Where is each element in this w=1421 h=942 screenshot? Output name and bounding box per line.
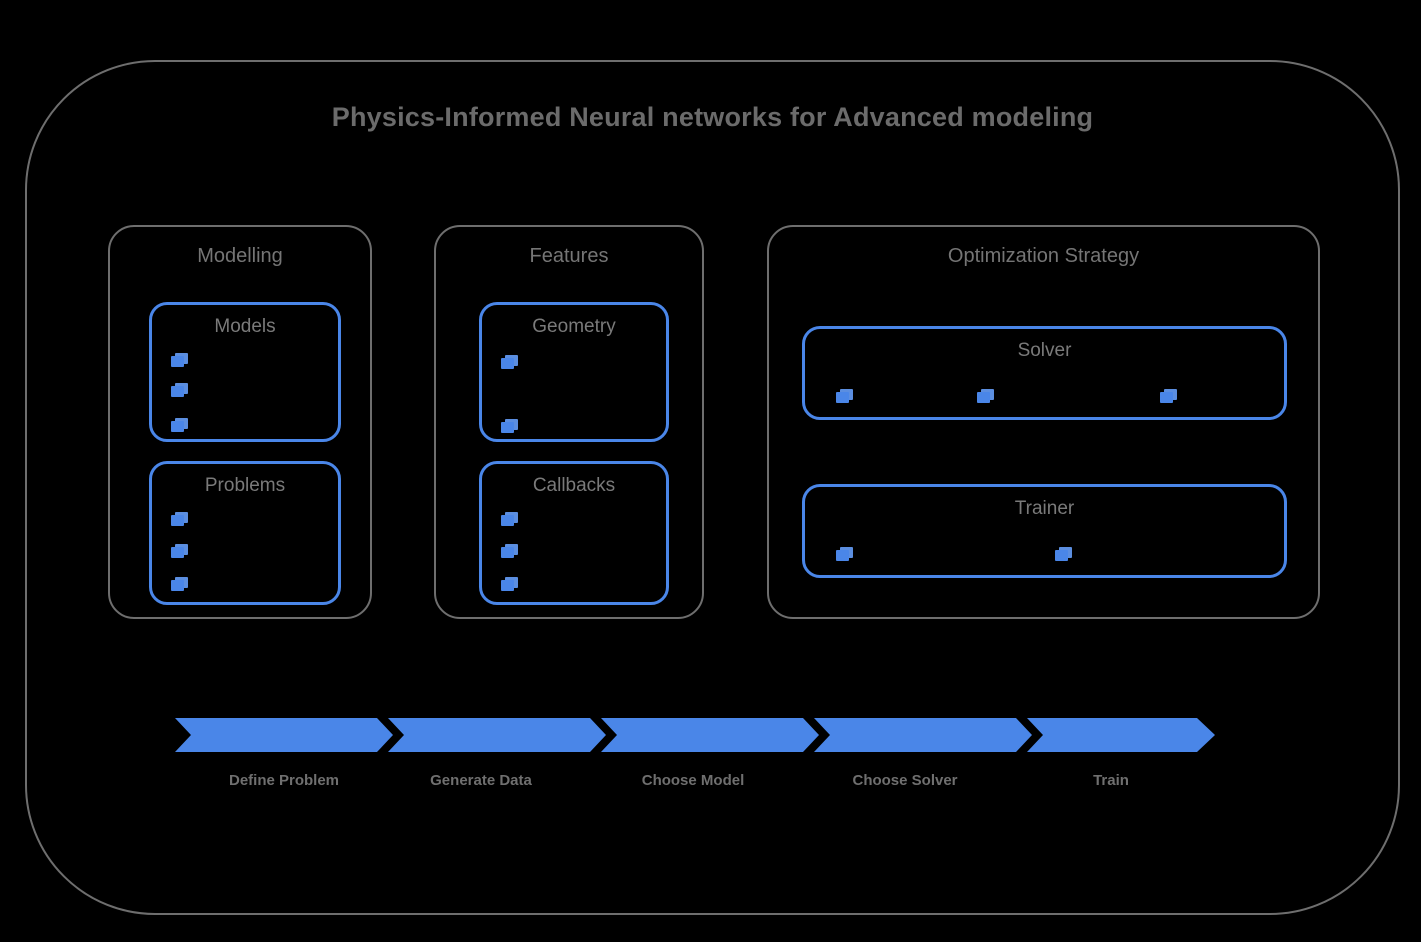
section-title-features: Features (529, 245, 609, 267)
flow-chevron-train[interactable] (1027, 718, 1215, 752)
layers-icon (171, 383, 188, 398)
flow-label-train: Train (1093, 772, 1129, 789)
flow-label-generate-data: Generate Data (430, 772, 532, 789)
card-title-callbacks: Callbacks (532, 475, 616, 496)
layers-icon (836, 389, 853, 404)
layers-icon (171, 353, 188, 368)
layers-icon (171, 544, 188, 559)
flow-chevron-define-problem[interactable] (175, 718, 393, 752)
card-title-trainer: Trainer (1014, 498, 1075, 519)
card-models[interactable]: Models (149, 302, 341, 442)
flow-label-define-problem: Define Problem (228, 772, 340, 789)
card-title-solver: Solver (1017, 340, 1072, 361)
layers-icon (977, 389, 994, 404)
section-title-optimization-strategy: Optimization Strategy (947, 245, 1140, 267)
layers-icon (501, 355, 518, 370)
card-callbacks[interactable]: Callbacks (479, 461, 669, 605)
card-title-models: Models (214, 316, 276, 337)
layers-icon (501, 544, 518, 559)
process-flow (175, 718, 1215, 752)
page-title: Physics-Informed Neural networks for Adv… (331, 102, 1094, 132)
section-title-modelling: Modelling (197, 245, 283, 267)
layers-icon (501, 512, 518, 527)
section-features: Features Geometry Callbacks (434, 225, 704, 619)
card-problems[interactable]: Problems (149, 461, 341, 605)
layers-icon (1160, 389, 1177, 404)
card-solver[interactable]: Solver (802, 326, 1287, 420)
layers-icon (501, 419, 518, 434)
flow-chevron-choose-solver[interactable] (814, 718, 1032, 752)
layers-icon (836, 547, 853, 562)
layers-icon (501, 577, 518, 592)
diagram-outer-frame: Physics-Informed Neural networks for Adv… (25, 60, 1400, 915)
card-title-problems: Problems (204, 475, 286, 496)
section-modelling: Modelling Models Problems (108, 225, 372, 619)
layers-icon (171, 577, 188, 592)
flow-label-choose-model: Choose Model (641, 772, 745, 789)
card-title-geometry: Geometry (532, 316, 616, 337)
section-optimization-strategy: Optimization Strategy Solver Trainer (767, 225, 1320, 619)
layers-icon (171, 418, 188, 433)
flow-chevron-choose-model[interactable] (601, 718, 819, 752)
layers-icon (171, 512, 188, 527)
card-geometry[interactable]: Geometry (479, 302, 669, 442)
card-trainer[interactable]: Trainer (802, 484, 1287, 578)
flow-chevron-generate-data[interactable] (388, 718, 606, 752)
flow-label-choose-solver: Choose Solver (852, 772, 958, 789)
layers-icon (1055, 547, 1072, 562)
